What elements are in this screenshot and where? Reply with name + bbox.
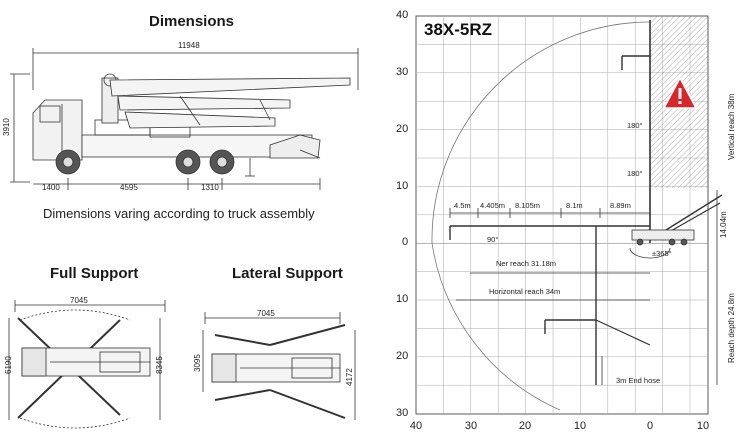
x-tick: 30 (464, 420, 478, 432)
full-support-view (8, 300, 166, 429)
vertical-reach-label: Vertical reach 38m (727, 93, 736, 160)
section-label: 4.405m (480, 201, 506, 210)
height-14-label: 14.04m (719, 211, 728, 238)
y-tick: 0 (402, 236, 409, 248)
lateral-support-title: Lateral Support (232, 265, 343, 282)
x-tick: 10 (696, 420, 710, 432)
reach-depth-label: Reach depth 24.8m (727, 293, 736, 363)
horizontal-reach-label: Horizontal reach 34m (489, 287, 561, 296)
end-hose-label: 3m End hose (616, 376, 661, 385)
reach-chart (415, 15, 723, 415)
y-tick: 20 (396, 123, 409, 135)
lateral-support-view (202, 312, 356, 420)
wheelbase-front-label: 1400 (42, 183, 60, 192)
section-label: 8.89m (610, 201, 631, 210)
lateral-support-width2: 4172 (345, 368, 354, 386)
full-support-width: 6190 (4, 356, 13, 374)
x-tick: 40 (409, 420, 423, 432)
height-label: 3910 (2, 118, 11, 136)
y-tick: 10 (396, 180, 409, 192)
y-tick: 30 (396, 66, 409, 78)
dimensions-title: Dimensions (149, 13, 235, 30)
x-tick: 20 (518, 420, 532, 432)
near-reach-label: Ner reach 31.18m (496, 259, 557, 268)
model-name: 38X-5RZ (424, 20, 493, 39)
x-tick: 0 (646, 420, 654, 432)
full-support-span: 7045 (70, 296, 88, 305)
full-support-width2: 8345 (155, 356, 164, 374)
rotation-label: ±365° (652, 249, 672, 258)
angle-180-label-b: 180° (627, 169, 643, 178)
y-tick: 10 (396, 293, 409, 305)
wheelbase-rear-label: 1310 (201, 183, 219, 192)
angle-180-label-a: 180° (627, 121, 643, 130)
y-tick: 20 (396, 350, 409, 362)
section-label: 4.5m (454, 201, 471, 210)
truck-side-view (10, 48, 359, 190)
section-label: 8.105m (515, 201, 541, 210)
overall-length-label: 11948 (178, 41, 200, 50)
y-tick: 40 (396, 9, 409, 21)
x-tick: 10 (573, 420, 587, 432)
lateral-support-span: 7045 (257, 309, 275, 318)
dimensions-note: Dimensions varing according to truck ass… (43, 206, 315, 221)
wheelbase-mid-label: 4595 (120, 183, 138, 192)
angle-90-label: 90° (487, 235, 499, 244)
lateral-support-width: 3095 (193, 354, 202, 372)
full-support-title: Full Support (50, 265, 139, 282)
warning-icon (662, 76, 698, 109)
section-label: 8.1m (566, 201, 583, 210)
y-tick: 30 (396, 407, 409, 419)
